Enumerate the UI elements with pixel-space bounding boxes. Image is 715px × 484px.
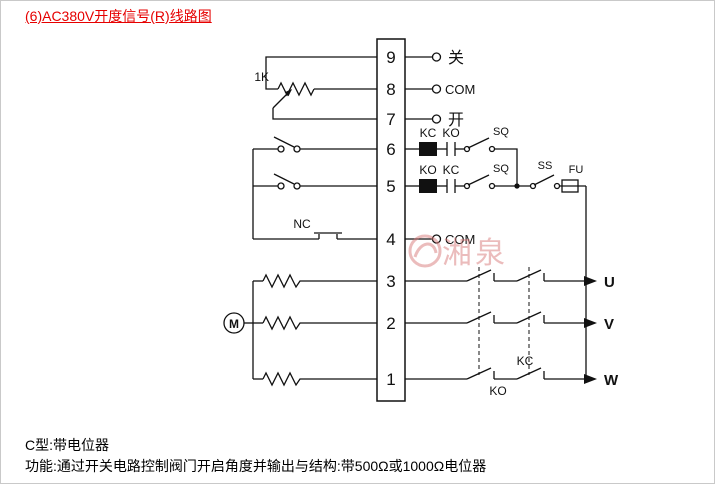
watermark: 湘泉 xyxy=(408,234,508,270)
watermark-logo-swoosh-icon xyxy=(413,242,438,258)
switch-blade-row5 xyxy=(273,173,295,185)
sq-blade-row5 xyxy=(467,174,490,186)
phase-arrow-v-icon xyxy=(584,318,597,328)
winding-row2 xyxy=(262,315,303,331)
row5-control-branch: KO KC SQ SS FU xyxy=(405,160,587,379)
winding-row3 xyxy=(262,273,303,289)
bank-ko-label: KO xyxy=(489,384,506,398)
phase-outputs: U V W xyxy=(584,274,619,389)
left-switch-circuit: NC xyxy=(252,136,377,240)
terminal-number-6: 6 xyxy=(386,140,395,159)
row5-coil-label: KO xyxy=(419,163,436,177)
terminal-block: 9 8 7 6 5 4 3 2 1 xyxy=(376,38,406,402)
terminal-number-3: 3 xyxy=(386,272,395,291)
phase-u-label: U xyxy=(604,274,615,291)
row6-interlock-label: KO xyxy=(442,126,459,140)
contactor-banks: KC KO xyxy=(405,267,584,398)
com-upper-label: COM xyxy=(445,82,475,97)
winding-row1 xyxy=(262,371,303,387)
terminal-number-1: 1 xyxy=(386,370,395,389)
pot-value-label: 1K xyxy=(254,70,269,84)
phase-arrow-u-icon xyxy=(584,276,597,286)
motor-label: M xyxy=(229,317,239,331)
watermark-logo-icon xyxy=(408,234,442,268)
page-title-link[interactable]: (6)AC380V开度信号(R)线路图 xyxy=(25,8,212,24)
selector-label: SS xyxy=(538,160,553,172)
row6-control-branch: KC KO SQ xyxy=(405,126,518,186)
row5-limit-label: SQ xyxy=(493,163,509,175)
row5-interlock-label: KC xyxy=(443,163,460,177)
row6-limit-label: SQ xyxy=(493,126,509,138)
terminal-circle-com-upper xyxy=(431,84,442,94)
pot-wiper-wire xyxy=(272,108,377,120)
row6-coil-label: KC xyxy=(420,126,437,140)
potentiometer: 1K xyxy=(254,56,377,120)
switch-blade-row6 xyxy=(273,136,295,148)
terminal-number-9: 9 xyxy=(386,48,395,67)
terminal-number-4: 4 xyxy=(386,230,395,249)
terminal-circle-close xyxy=(431,52,442,62)
phase-arrow-w-icon xyxy=(584,374,597,384)
open-label: 开 xyxy=(448,112,464,129)
phase-w-label: W xyxy=(604,372,619,389)
com-mid-label: COM xyxy=(445,232,475,247)
fuse-body xyxy=(561,179,579,193)
terminal-number-5: 5 xyxy=(386,177,395,196)
terminal-number-7: 7 xyxy=(386,110,395,129)
terminal-number-8: 8 xyxy=(386,80,395,99)
nc-label: NC xyxy=(293,217,311,231)
coil-ko xyxy=(419,179,437,193)
fuse-label: FU xyxy=(569,164,584,176)
ss-blade xyxy=(533,174,555,186)
terminal-number-2: 2 xyxy=(386,314,395,333)
bank-kc-label: KC xyxy=(517,354,534,368)
footer-type-line: C型:带电位器 xyxy=(25,437,109,453)
pot-wire-top xyxy=(265,56,377,90)
pot-wiper-arrow-icon xyxy=(284,89,292,97)
potentiometer-resistor xyxy=(277,81,315,97)
close-label: 关 xyxy=(448,49,464,67)
watermark-text: 湘泉 xyxy=(442,237,508,270)
sq-blade-row6 xyxy=(467,137,490,149)
terminal-circle-open xyxy=(431,114,442,124)
junction-dot xyxy=(514,183,520,189)
coil-kc xyxy=(419,142,437,156)
phase-v-label: V xyxy=(604,316,614,333)
footer-function-line: 功能:通过开关电路控制阀门开启角度并输出与结构:带500Ω或1000Ω电位器 xyxy=(25,458,487,474)
terminal-block-outline xyxy=(376,38,406,402)
motor-circuit: M xyxy=(223,273,377,387)
